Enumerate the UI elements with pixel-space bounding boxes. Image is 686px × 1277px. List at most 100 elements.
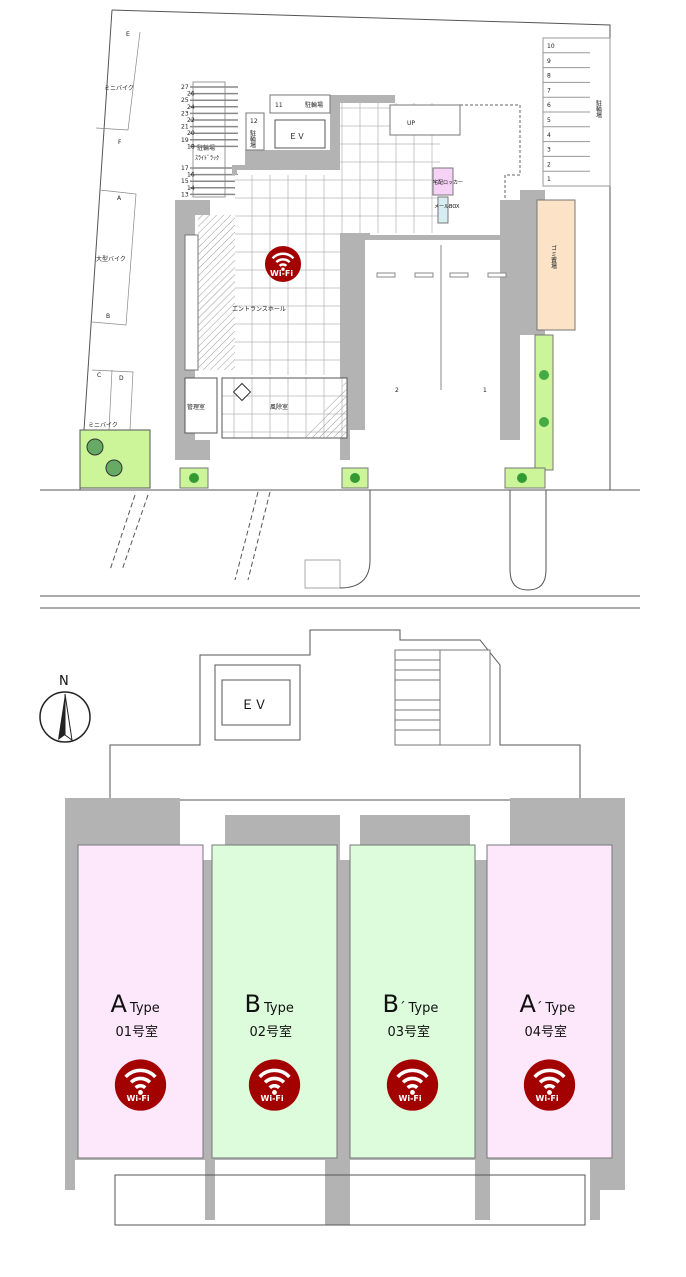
slot-b-label: B: [106, 313, 110, 320]
garage: [365, 240, 500, 430]
wifi-label: Wi-Fi: [261, 1094, 284, 1103]
rack-number: 24: [187, 104, 195, 111]
exterior-wall: [65, 798, 625, 1220]
balcony: [114, 1174, 586, 1226]
ev-label: ＥＶ: [241, 698, 267, 713]
rack-number: 13: [181, 191, 189, 198]
north-label: N: [59, 674, 69, 689]
unit-room-number: 04号室: [525, 1024, 568, 1040]
rack-number: 25: [181, 97, 189, 104]
garbage-area: [536, 199, 576, 331]
hatched-area: [198, 215, 235, 370]
tree-icon: [539, 370, 549, 380]
entrance-hall-label: エントランスホール: [232, 306, 286, 313]
rack-number: 15: [181, 178, 189, 185]
bike-slot-number: 5: [547, 117, 551, 124]
slot-e-label: E: [126, 31, 130, 38]
bike-parking-label: 駐輪場: [249, 129, 256, 149]
manager-room-label: 管理室: [187, 403, 205, 411]
mailbox-label: メールBOX: [434, 204, 460, 210]
elevator: [274, 119, 326, 149]
stairs: [394, 649, 491, 746]
slot-12-label: 12: [250, 118, 258, 125]
slot-11-label: 11: [275, 102, 283, 109]
delivery-locker-label: 宅配ロッカー: [433, 179, 463, 186]
unit-type-label: B´Type: [383, 990, 439, 1018]
bike-slot-number: 1: [547, 176, 551, 183]
rack-number: 23: [181, 110, 189, 117]
site-boundary: [111, 9, 611, 490]
ev-label: ＥＶ: [289, 132, 305, 141]
bike-slot-number: 2: [547, 161, 551, 168]
slot-cd: [91, 369, 134, 431]
parking-stops: [376, 245, 507, 390]
tree-icon: [517, 473, 527, 483]
elevator: [221, 679, 291, 726]
slot-f-label: F: [118, 139, 122, 146]
tree-icon: [86, 438, 104, 456]
driveway: [339, 490, 547, 591]
north-arrow: N: [39, 674, 91, 743]
planter: [534, 334, 554, 471]
road-line: [40, 595, 640, 609]
unit-type-label: A´Type: [520, 990, 576, 1018]
slot-ab: [91, 189, 137, 326]
tree-icon: [539, 417, 549, 427]
bike-slot-number: 3: [547, 147, 551, 154]
slot-c-label: C: [97, 372, 101, 379]
slot-d-label: D: [119, 375, 124, 382]
car-space-2: 2: [395, 387, 399, 394]
windbreak-room-label: 風除室: [270, 403, 288, 411]
wifi-label: Wi-Fi: [270, 269, 293, 278]
car-space-1: 1: [483, 387, 487, 394]
bike-slide-rack: 駐輪場 ｽﾗｲﾄﾞﾗｯｸ 272625242322212019181716151…: [181, 81, 238, 198]
mat-icon: [232, 382, 252, 402]
mini-bike-label: ミニバイク: [104, 85, 134, 92]
rack-number: 19: [181, 137, 189, 144]
stairs: [389, 104, 461, 136]
bike-slot-number: 8: [547, 73, 551, 80]
bike-parking-label: 駐輪場: [197, 144, 215, 152]
ground-floor-plan: ミニバイク E F A 大型バイク B C D ミニバイク 駐輪場 ｽﾗｲﾄﾞﾗ…: [40, 9, 640, 609]
wifi-label: Wi-Fi: [399, 1094, 422, 1103]
rack-number: 27: [181, 84, 189, 91]
site-boundary-left: [79, 9, 113, 491]
bike-parking-11: [269, 94, 331, 114]
unit-room-number: 02号室: [250, 1024, 293, 1040]
slide-rack-label: ｽﾗｲﾄﾞﾗｯｸ: [195, 155, 219, 162]
tree-icon: [189, 473, 199, 483]
rack-number: 17: [181, 165, 189, 172]
mini-bike-label-2: ミニバイク: [88, 422, 118, 429]
delivery-locker: [432, 167, 454, 196]
rack-number: 26: [187, 91, 195, 98]
bike-slot-number: 6: [547, 102, 551, 109]
dashed-boundary: [460, 104, 521, 200]
bike-slot-number: 9: [547, 58, 551, 65]
rack-number: 21: [181, 124, 189, 131]
unit-room: [349, 844, 476, 1159]
wall: [232, 95, 395, 175]
garbage-label: ゴミ置場: [550, 244, 557, 270]
bike-slot-number: 10: [547, 43, 555, 50]
bike-slot-number: 4: [547, 132, 551, 139]
rack-number: 22: [187, 117, 195, 124]
slot-ef: [95, 31, 141, 131]
rack-number: 16: [187, 172, 195, 179]
bike-parking-label: 駐輪場: [595, 99, 602, 119]
manager-room: [184, 377, 218, 434]
wifi-label: Wi-Fi: [127, 1094, 150, 1103]
unit-room-number: 01号室: [116, 1024, 159, 1040]
tree-icon: [105, 459, 123, 477]
rack-number: 14: [187, 185, 195, 192]
slot-a-label: A: [117, 195, 122, 202]
core-outline: [109, 629, 581, 801]
large-bike-label: 大型バイク: [96, 255, 126, 263]
counter: [184, 234, 199, 371]
